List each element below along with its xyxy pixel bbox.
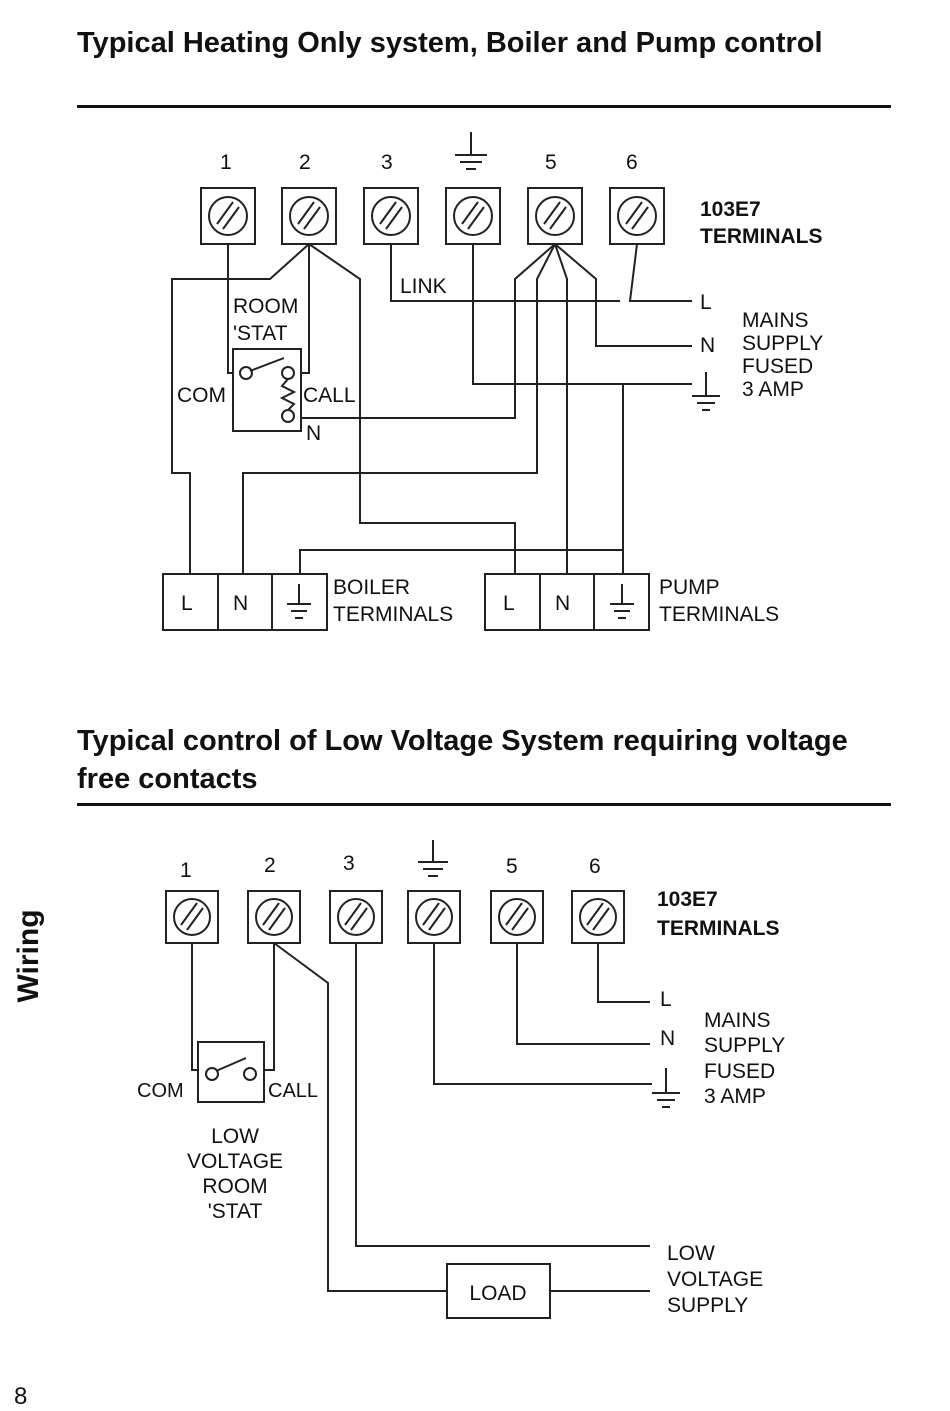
boiler-cell-l: L: [181, 592, 193, 615]
stat-n-label: N: [306, 422, 321, 445]
section-1-rule: [77, 105, 891, 108]
terminal-number-1: 1: [220, 151, 232, 174]
load-label: LOAD: [469, 1282, 526, 1305]
lv-earth-terminal-icon: [418, 840, 448, 877]
lv-mains-l-label: L: [660, 988, 672, 1011]
lv-mains-text-1: MAINS: [704, 1009, 771, 1032]
lv-device-label-line2: TERMINALS: [657, 917, 780, 940]
lv-stat-label-1: LOW: [211, 1125, 259, 1148]
pump-terminal-block: [484, 573, 650, 631]
lv-terminal-number-6: 6: [589, 855, 601, 878]
lv-mains-n-label: N: [660, 1027, 675, 1050]
terminal-block-earth: [445, 187, 501, 245]
lv-device-label-line1: 103E7: [657, 888, 718, 911]
lv-mains-text-3: FUSED: [704, 1060, 775, 1083]
mains-text-2: SUPPLY: [742, 332, 823, 355]
lv-mains-text-4: 3 AMP: [704, 1085, 766, 1108]
lv-stat-label-3: ROOM: [202, 1175, 267, 1198]
pump-label-2: TERMINALS: [659, 603, 779, 626]
mains-l-label: L: [700, 291, 712, 314]
mains-earth-icon: [692, 372, 720, 411]
room-stat-label-2: 'STAT: [233, 322, 288, 345]
terminal-block-1: [200, 187, 256, 245]
boiler-label-1: BOILER: [333, 576, 410, 599]
lv-terminal-block-2: [247, 890, 301, 944]
terminal-number-6: 6: [626, 151, 638, 174]
lv-terminal-block-3: [329, 890, 383, 944]
mains-text-3: FUSED: [742, 355, 813, 378]
lv-supply-label-1: LOW: [667, 1242, 715, 1265]
lv-mains-earth-icon: [652, 1068, 680, 1108]
terminal-number-5: 5: [545, 151, 557, 174]
lv-wiring: [191, 942, 652, 1292]
lv-terminal-block-1: [165, 890, 219, 944]
lv-terminal-number-5: 5: [506, 855, 518, 878]
pump-label-1: PUMP: [659, 576, 720, 599]
mains-text-1: MAINS: [742, 309, 809, 332]
lv-mains-text-2: SUPPLY: [704, 1034, 785, 1057]
pump-cell-l: L: [503, 592, 515, 615]
terminal-block-2: [281, 187, 337, 245]
low-voltage-wiring-diagram: 1 2 3 5 6 103E7 TERMINALS: [137, 840, 785, 1319]
side-tab-wiring: Wiring: [12, 909, 45, 1003]
terminal-number-3: 3: [381, 151, 393, 174]
boiler-terminal-block: [162, 573, 328, 631]
room-stat-symbol: [232, 348, 302, 432]
lv-terminal-number-1: 1: [180, 859, 192, 882]
earth-terminal-icon: [455, 132, 487, 170]
lv-stat-call-label: CALL: [268, 1080, 318, 1102]
mains-text-4: 3 AMP: [742, 378, 804, 401]
lv-stat-label-4: 'STAT: [208, 1200, 263, 1223]
pump-cell-n: N: [555, 592, 570, 615]
boiler-cell-n: N: [233, 592, 248, 615]
terminal-number-2: 2: [299, 151, 311, 174]
lv-stat-com-label: COM: [137, 1080, 184, 1102]
lv-supply-label-3: SUPPLY: [667, 1294, 748, 1317]
section-2-rule: [77, 803, 891, 806]
link-label: LINK: [400, 275, 447, 298]
device-label-line2: TERMINALS: [700, 225, 823, 248]
section-2-title: Typical control of Low Voltage System re…: [77, 725, 848, 795]
load-box: [446, 1263, 551, 1319]
lv-terminal-block-6: [571, 890, 625, 944]
lv-stat-label-2: VOLTAGE: [187, 1150, 283, 1173]
boiler-earth-icon: [287, 584, 311, 619]
device-label-line1: 103E7: [700, 198, 761, 221]
room-stat-label-1: ROOM: [233, 295, 298, 318]
pump-earth-icon: [610, 584, 634, 619]
lv-terminal-block-5: [490, 890, 544, 944]
section-1-title: Typical Heating Only system, Boiler and …: [77, 27, 823, 59]
terminal-block-5: [527, 187, 583, 245]
lv-room-stat-symbol: [197, 1041, 265, 1103]
stat-call-label: CALL: [303, 384, 356, 407]
stat-com-label: COM: [177, 384, 226, 407]
terminal-block-6: [609, 187, 665, 245]
lv-supply-label-2: VOLTAGE: [667, 1268, 763, 1291]
mains-n-label: N: [700, 334, 715, 357]
boiler-label-2: TERMINALS: [333, 603, 453, 626]
heating-wiring-diagram: 1 2 3 5 6 103E7 TERMINALS: [162, 132, 823, 631]
page-number: 8: [14, 1383, 28, 1410]
lv-terminal-number-3: 3: [343, 852, 355, 875]
lv-terminal-number-2: 2: [264, 854, 276, 877]
lv-terminal-block-earth: [407, 890, 461, 944]
terminal-block-3: [363, 187, 419, 245]
